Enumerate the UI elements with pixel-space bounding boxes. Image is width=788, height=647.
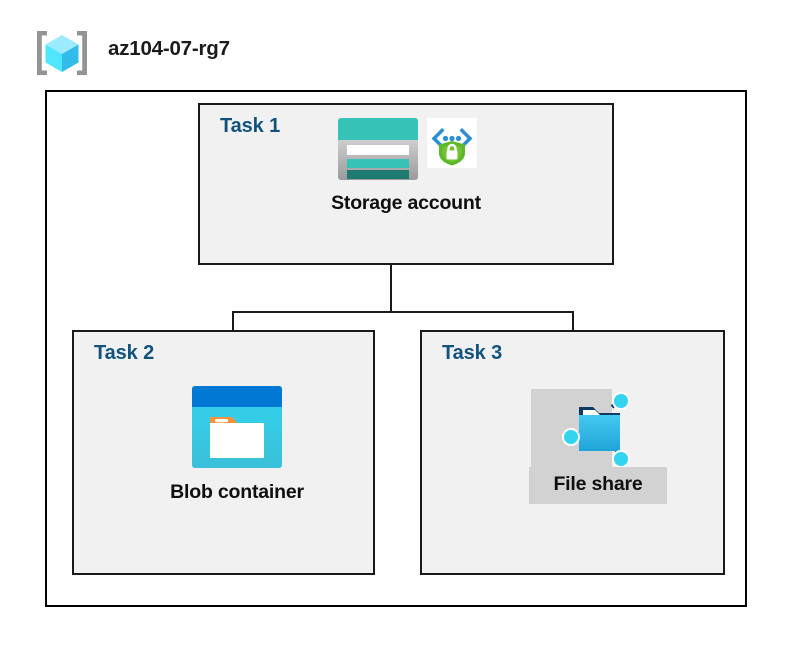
task-2-label: Task 2 — [94, 342, 155, 364]
task-box-2: Task 2 — [72, 330, 375, 575]
storage-account-caption: Storage account — [331, 192, 481, 214]
storage-account-icon-row — [264, 118, 548, 182]
node-storage-account: Storage account — [264, 118, 548, 215]
secure-endpoint-shield-icon — [426, 118, 477, 168]
resource-group-header: az104-07-rg7 — [30, 26, 450, 80]
task-1-label: Task 1 — [220, 115, 281, 137]
file-share-caption-wrap: File share — [498, 467, 698, 504]
file-share-icon — [557, 389, 639, 469]
connector-horizontal-bus — [232, 311, 574, 313]
blob-container-icon-row — [140, 386, 334, 468]
blob-container-caption: Blob container — [170, 481, 304, 503]
node-blob-container: Blob container — [140, 386, 334, 504]
resource-group-cube-icon — [33, 28, 91, 78]
storage-account-icon — [336, 118, 420, 182]
file-share-icon-row — [498, 389, 698, 469]
file-share-caption: File share — [529, 467, 667, 504]
node-file-share: File share — [498, 389, 698, 504]
blob-container-icon — [192, 386, 282, 468]
resource-group-name: az104-07-rg7 — [108, 37, 230, 60]
task-3-label: Task 3 — [442, 342, 503, 364]
